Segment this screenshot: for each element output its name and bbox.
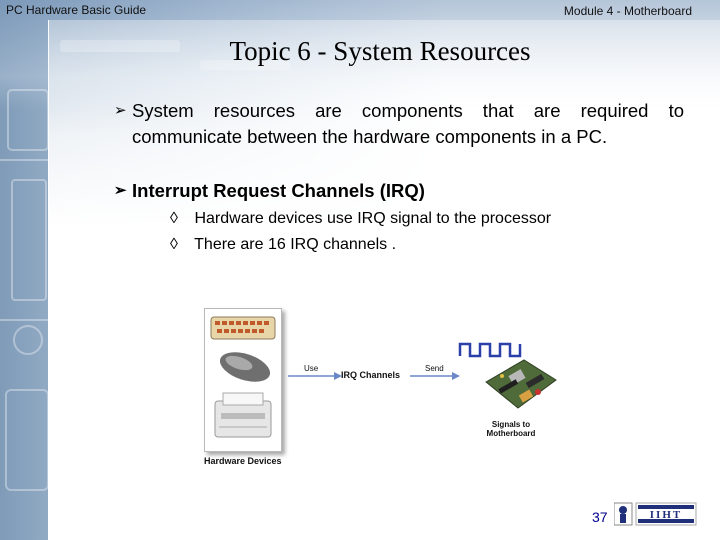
- content-panel: [48, 20, 720, 540]
- bullet-text: Interrupt Request Channels (IRQ): [132, 180, 425, 201]
- module-title: Module 4 - Motherboard: [563, 4, 692, 18]
- iiht-logo: IIHT: [613, 500, 698, 528]
- logo-text: IIHT: [650, 509, 682, 521]
- arrow-icon: [410, 372, 460, 380]
- irq-diagram: Hardware Devices Use IRQ Channels Send S…: [196, 302, 576, 472]
- signals-label-line1: Signals to: [491, 420, 531, 429]
- course-title: PC Hardware Basic Guide: [6, 3, 147, 17]
- flow-arrows: [288, 372, 460, 380]
- keyboard-icon: [210, 316, 276, 340]
- motherboard-icon: [485, 359, 557, 409]
- use-label: Use: [304, 364, 319, 373]
- sub-bullet-irq-count: ◊ There are 16 IRQ channels .: [170, 236, 396, 254]
- sub-bullet-text: There are 16 IRQ channels .: [194, 236, 397, 253]
- arrow-bullet-icon: ➢: [114, 102, 127, 119]
- arrow-bullet-icon: ➢: [114, 182, 127, 199]
- square-wave-signal-icon: [458, 342, 522, 358]
- bullet-irq: ➢ Interrupt Request Channels (IRQ): [114, 178, 684, 204]
- irq-channels-label: IRQ Channels: [341, 370, 401, 380]
- sub-bullet-irq-signal: ◊ Hardware devices use IRQ signal to the…: [170, 210, 551, 228]
- hardware-devices-image: [204, 308, 282, 452]
- diamond-bullet-icon: ◊: [170, 236, 178, 253]
- printer-icon: [214, 392, 272, 438]
- signals-to-motherboard-label: Signals to Motherboard: [476, 420, 546, 438]
- arrow-icon: [288, 372, 342, 380]
- bullet-text: System resources are components that are…: [132, 100, 684, 147]
- mouse-icon: [219, 352, 271, 382]
- send-label: Send: [425, 364, 444, 373]
- bullet-system-resources: ➢ System resources are components that a…: [114, 98, 684, 150]
- sub-bullet-text: Hardware devices use IRQ signal to the p…: [194, 210, 552, 227]
- hardware-devices-label: Hardware Devices: [204, 456, 282, 466]
- page-number: 37: [592, 509, 608, 525]
- slide-title: Topic 6 - System Resources: [229, 36, 531, 66]
- signals-label-line2: Motherboard: [486, 429, 536, 438]
- diamond-bullet-icon: ◊: [170, 210, 178, 227]
